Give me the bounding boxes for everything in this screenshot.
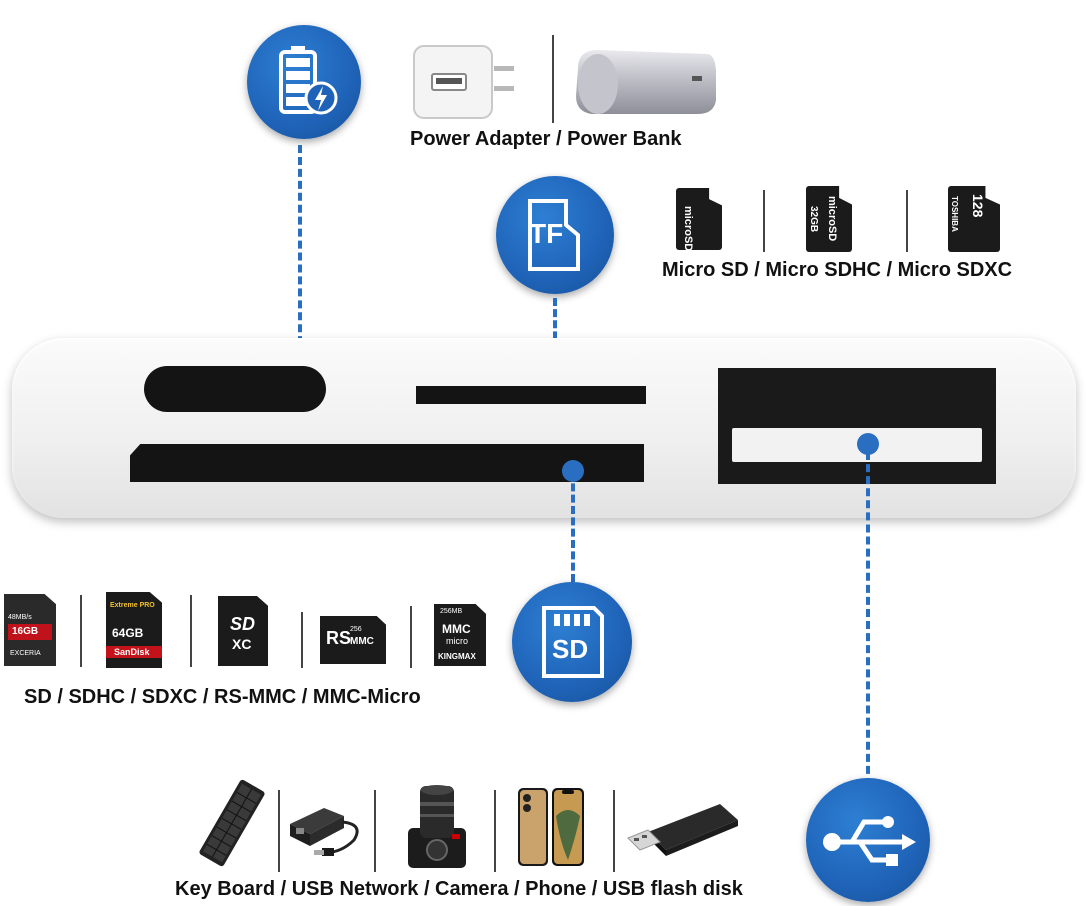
microsd-card-image: microSD [676,188,722,250]
sd-card-capacity: 16GB [12,626,39,637]
card-reader-device [12,338,1076,518]
tf-card-label: TF [529,218,564,249]
usb-connector-dot [857,433,879,455]
power-adapter-image [410,40,520,122]
mmc-micro-logo: MMC [442,622,471,636]
mmc-micro-capacity: 256MB [440,608,463,615]
battery-charging-icon [247,25,361,139]
separator [374,790,376,872]
sdxc-sub: XC [232,636,252,652]
rs-mmc-capacity: 256 [350,626,362,633]
sandisk-brand: SanDisk [114,647,150,657]
microsdxc-capacity: 128 [970,194,986,218]
sd-connector-dot [562,460,584,482]
sd-card-speed: 48MB/s [8,614,32,621]
usb-icon [806,778,930,902]
sandisk-stripe [106,646,162,658]
sdhc-card-image: 48MB/s 16GB EXCERIA [4,594,56,666]
sd-card-slot [130,444,644,482]
microsdxc-brand: TOSHIBA [950,196,959,232]
separator [410,606,412,668]
sdxc-logo: SD [230,614,256,634]
sdxc-card-image: SD XC [218,596,268,666]
tf-cards-caption: Micro SD / Micro SDHC / Micro SDXC [662,259,1013,281]
separator [190,595,192,667]
microsdhc-card-image: 32GB microSD [806,186,852,252]
sd-connector-line [571,472,575,582]
keyboard-image [196,778,268,868]
power-caption: Power Adapter / Power Bank [410,128,682,150]
separator [80,595,82,667]
sd-card-brand: EXCERIA [10,650,41,657]
rs-mmc-card-image: RS 256 MMC [320,616,386,664]
separator [906,190,908,252]
microsdxc-card-image: TOSHIBA 128 [948,186,1000,252]
sandisk-capacity: 64GB [112,626,144,640]
usb-connector-line [866,452,870,786]
separator [552,35,554,123]
separator [494,790,496,872]
mmc-micro-brand: KINGMAX [438,652,476,661]
sandisk-series: Extreme PRO [110,602,155,609]
battery-connector-line [298,145,302,380]
sd-cards-caption: SD / SDHC / SDXC / RS-MMC / MMC-Micro [24,686,421,708]
separator [763,190,765,252]
rs-mmc-logo: RS [326,628,352,648]
microsdhc-text: microSD [826,196,838,242]
separator [278,790,280,872]
power-bank-image [568,44,720,120]
usb-devices-caption: Key Board / USB Network / Camera / Phone… [175,878,743,900]
sd-card-stripe [8,624,52,640]
camera-image [400,782,472,872]
lightning-charging-port [144,366,326,412]
separator [613,790,615,872]
sandisk-card-image: Extreme PRO 64GB SanDisk [106,592,162,668]
separator [301,612,303,668]
usb-network-adapter-image [284,794,370,864]
tf-card-slot [416,386,646,404]
sd-card-icon: SD [512,582,632,702]
tf-card-icon: TF [496,176,614,294]
phone-image [516,786,586,868]
microsdhc-capacity: 32GB [808,206,819,233]
microsd-card-text: microSD [682,206,694,252]
mmc-micro-sub: micro [446,636,468,646]
usb-flash-disk-image [624,798,742,860]
sd-card-label: SD [552,634,589,664]
mmc-micro-card-image: 256MB MMC micro KINGMAX [434,604,486,666]
rs-mmc-sub: MMC [350,636,374,647]
usb-a-port [718,368,996,484]
